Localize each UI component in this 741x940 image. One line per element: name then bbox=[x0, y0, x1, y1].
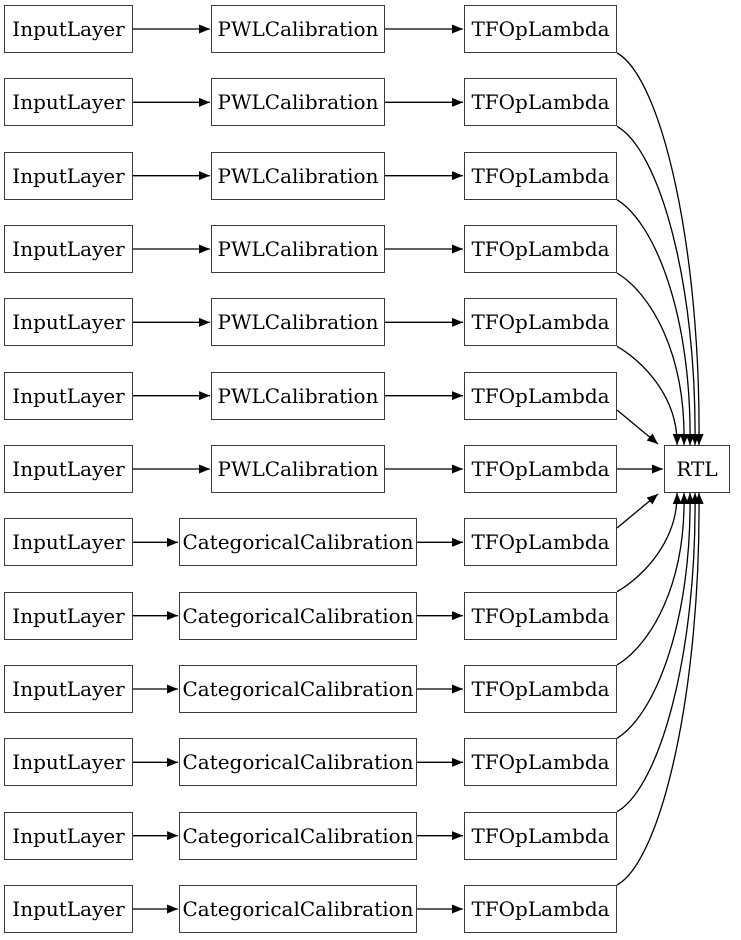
node-pwl-calibration: PWLCalibration bbox=[211, 445, 385, 493]
edge-op-to-rtl-row12 bbox=[616, 492, 700, 813]
node-input-layer: InputLayer bbox=[4, 885, 133, 933]
node-pwl-calibration: PWLCalibration bbox=[211, 225, 385, 273]
node-tfop-lambda: TFOpLambda bbox=[464, 591, 617, 640]
node-input-layer: InputLayer bbox=[4, 811, 133, 860]
node-categorical-calibration: CategoricalCalibration bbox=[179, 591, 417, 640]
node-categorical-calibration: CategoricalCalibration bbox=[179, 885, 417, 933]
node-rtl: RTL bbox=[664, 445, 730, 493]
node-tfop-lambda: TFOpLambda bbox=[464, 225, 617, 273]
node-input-layer: InputLayer bbox=[4, 591, 133, 640]
node-input-layer: InputLayer bbox=[4, 5, 133, 53]
node-tfop-lambda: TFOpLambda bbox=[464, 298, 617, 347]
node-input-layer: InputLayer bbox=[4, 151, 133, 200]
node-pwl-calibration: PWLCalibration bbox=[211, 371, 385, 420]
edge-op-to-rtl-row3 bbox=[616, 199, 695, 446]
edge-op-to-rtl-row11 bbox=[616, 492, 695, 739]
node-input-layer: InputLayer bbox=[4, 518, 133, 567]
node-tfop-lambda: TFOpLambda bbox=[464, 665, 617, 713]
node-input-layer: InputLayer bbox=[4, 665, 133, 713]
node-categorical-calibration: CategoricalCalibration bbox=[179, 665, 417, 713]
node-input-layer: InputLayer bbox=[4, 225, 133, 273]
node-input-layer: InputLayer bbox=[4, 78, 133, 127]
node-tfop-lambda: TFOpLambda bbox=[464, 5, 617, 53]
node-input-layer: InputLayer bbox=[4, 371, 133, 420]
node-categorical-calibration: CategoricalCalibration bbox=[179, 738, 417, 787]
edge-op-to-rtl-row4 bbox=[616, 272, 689, 446]
edge-op-to-rtl-row1 bbox=[616, 52, 704, 446]
edge-op-to-rtl-row9 bbox=[616, 492, 682, 593]
node-tfop-lambda: TFOpLambda bbox=[464, 445, 617, 493]
node-categorical-calibration: CategoricalCalibration bbox=[179, 518, 417, 567]
edge-op-to-rtl-row6 bbox=[616, 409, 659, 445]
node-tfop-lambda: TFOpLambda bbox=[464, 885, 617, 933]
edge-op-to-rtl-row5 bbox=[616, 345, 682, 446]
node-tfop-lambda: TFOpLambda bbox=[464, 738, 617, 787]
node-input-layer: InputLayer bbox=[4, 445, 133, 493]
node-tfop-lambda: TFOpLambda bbox=[464, 371, 617, 420]
node-pwl-calibration: PWLCalibration bbox=[211, 151, 385, 200]
node-input-layer: InputLayer bbox=[4, 738, 133, 787]
node-tfop-lambda: TFOpLambda bbox=[464, 811, 617, 860]
node-pwl-calibration: PWLCalibration bbox=[211, 5, 385, 53]
edge-op-to-rtl-row13 bbox=[616, 492, 704, 886]
edge-op-to-rtl-row8 bbox=[616, 493, 659, 529]
edge-op-to-rtl-row10 bbox=[616, 492, 689, 666]
node-pwl-calibration: PWLCalibration bbox=[211, 298, 385, 347]
node-tfop-lambda: TFOpLambda bbox=[464, 151, 617, 200]
node-categorical-calibration: CategoricalCalibration bbox=[179, 811, 417, 860]
node-tfop-lambda: TFOpLambda bbox=[464, 78, 617, 127]
edge-op-to-rtl-row2 bbox=[616, 125, 700, 446]
node-input-layer: InputLayer bbox=[4, 298, 133, 347]
node-tfop-lambda: TFOpLambda bbox=[464, 518, 617, 567]
node-pwl-calibration: PWLCalibration bbox=[211, 78, 385, 127]
